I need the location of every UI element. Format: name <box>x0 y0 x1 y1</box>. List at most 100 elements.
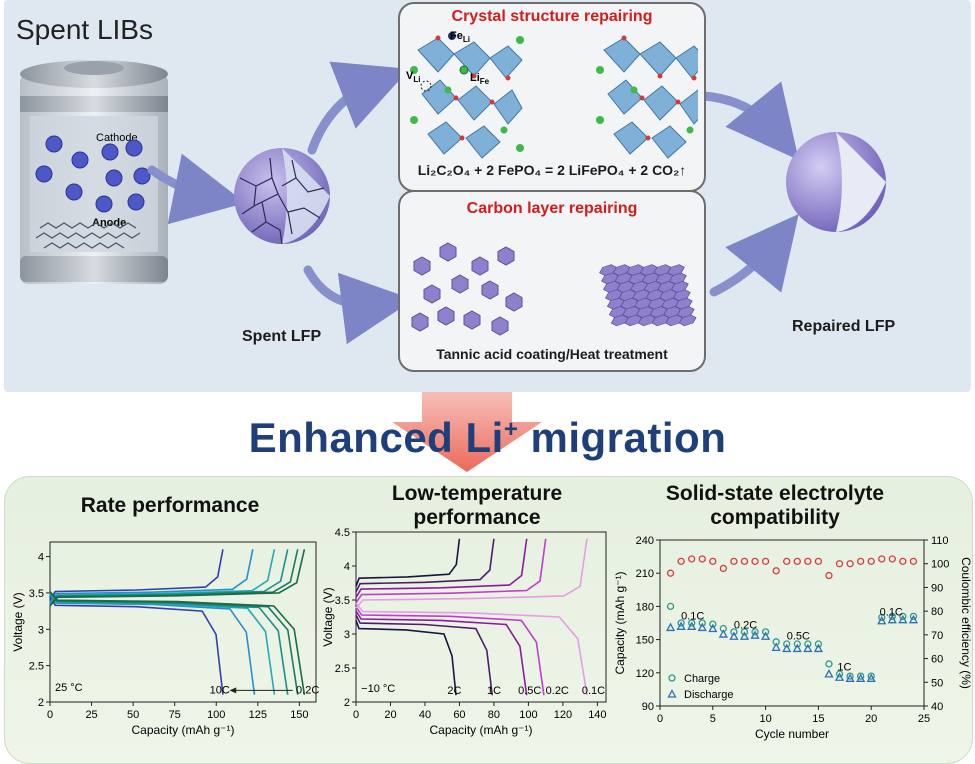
data-point <box>698 619 706 627</box>
data-point <box>792 643 802 653</box>
chart1-title: Rate performance <box>80 494 260 517</box>
y2-tick-label: 70 <box>931 630 943 642</box>
data-point <box>899 557 907 565</box>
chart-annotation: 1C <box>487 685 501 697</box>
y-tick-label: 240 <box>636 535 654 547</box>
x-tick-label: 20 <box>384 709 396 721</box>
data-point <box>867 557 875 565</box>
li-fe-label: LiFe <box>470 72 490 87</box>
x-tick-label: 0 <box>353 709 359 721</box>
y-tick-label: 3.5 <box>29 588 44 600</box>
discharge-curve <box>355 614 493 696</box>
crystal-repair-title: Crystal structure repairing <box>451 8 653 25</box>
data-point <box>803 643 813 653</box>
plot-frame <box>355 531 607 703</box>
x-tick-label: 40 <box>419 709 431 721</box>
discharge-curve <box>49 593 256 695</box>
discharge-curve <box>49 591 299 695</box>
charge-curve <box>355 538 495 593</box>
y2-tick-label: 40 <box>931 701 943 713</box>
down-arrow-icon <box>392 392 542 472</box>
battery-contents <box>35 135 151 249</box>
carbon-repair-title: Carbon layer repairing <box>466 200 638 217</box>
x-tick-label: 150 <box>290 709 308 721</box>
battery-illustration <box>20 60 168 284</box>
y-tick-label: 210 <box>636 568 654 580</box>
x-tick-label: 60 <box>453 709 465 721</box>
chart-annotation: 0.2C <box>546 685 569 697</box>
data-point <box>719 564 728 573</box>
data-point <box>740 557 749 565</box>
y-tick-label: 120 <box>636 668 654 680</box>
legend-discharge-marker <box>667 689 677 698</box>
discharge-curve <box>355 610 528 696</box>
chart-annotation: 10C <box>210 684 230 696</box>
data-point <box>867 672 875 680</box>
x-tick-label: 20 <box>865 713 877 725</box>
performance-panel <box>4 476 973 764</box>
data-point <box>856 557 865 565</box>
y2-axis-label: Coulombic efficiency (%) <box>959 557 972 689</box>
spent-libs-label: Spent LIBs <box>16 14 153 45</box>
data-point <box>814 640 823 648</box>
data-point <box>856 673 866 682</box>
data-point <box>709 620 717 628</box>
discharge-curve <box>355 606 545 696</box>
spent-lfp-particle <box>234 148 330 245</box>
data-point <box>834 672 845 681</box>
x-tick-label: 5 <box>710 713 716 725</box>
discharge-curve <box>49 590 306 695</box>
data-point <box>739 631 750 640</box>
y-tick-label: 2 <box>38 697 44 709</box>
chart-annotation: 25 °C <box>55 682 83 694</box>
x-tick-label: 100 <box>519 709 537 721</box>
data-point <box>793 557 801 565</box>
y-tick-label: 3.5 <box>335 595 350 607</box>
y2-tick-label: 80 <box>931 606 943 618</box>
data-point <box>665 622 676 632</box>
x-axis-label: Cycle number <box>755 727 829 741</box>
y-axis-label: Capacity (mAh g⁻¹) <box>613 571 627 674</box>
charge-curve <box>355 538 461 587</box>
data-point <box>909 557 918 565</box>
plot-frame <box>659 539 925 707</box>
data-point <box>761 628 770 636</box>
data-point <box>835 670 844 678</box>
plot-frame <box>49 541 317 703</box>
x-tick-label: 50 <box>127 709 139 721</box>
data-point <box>782 643 792 653</box>
data-point <box>697 622 707 632</box>
data-point <box>824 669 834 678</box>
data-point <box>887 614 897 624</box>
charge-curve <box>49 549 224 601</box>
rate-annotation: 0.2C <box>734 620 757 632</box>
reaction-equation: Li₂C₂O₄ + 2 FePO₄ = 2 LiFePO₄ + 2 CO₂↑ <box>417 162 687 178</box>
data-point <box>813 643 823 653</box>
carbon-hexagons-illustration <box>411 242 698 336</box>
y2-tick-label: 90 <box>931 582 943 594</box>
data-point <box>677 619 685 627</box>
x-tick-label: 75 <box>169 709 181 721</box>
charge-curve <box>355 538 547 604</box>
data-point <box>908 614 919 624</box>
charge-curve <box>49 549 306 607</box>
y-tick-label: 90 <box>642 701 654 713</box>
data-point <box>888 555 896 563</box>
y2-tick-label: 60 <box>931 654 943 666</box>
data-point <box>846 672 854 680</box>
discharge-curve <box>355 602 588 696</box>
x-tick-label: 100 <box>207 709 225 721</box>
data-point <box>771 642 781 651</box>
legend-discharge-label: Discharge <box>684 689 734 701</box>
data-point <box>898 614 908 624</box>
data-point <box>878 555 886 563</box>
data-point <box>825 660 833 668</box>
data-point <box>751 628 759 636</box>
data-point <box>814 557 823 565</box>
charge-curve <box>355 538 528 598</box>
data-point <box>729 631 739 640</box>
data-point <box>708 623 718 633</box>
data-point <box>783 640 791 648</box>
data-point <box>899 612 907 621</box>
